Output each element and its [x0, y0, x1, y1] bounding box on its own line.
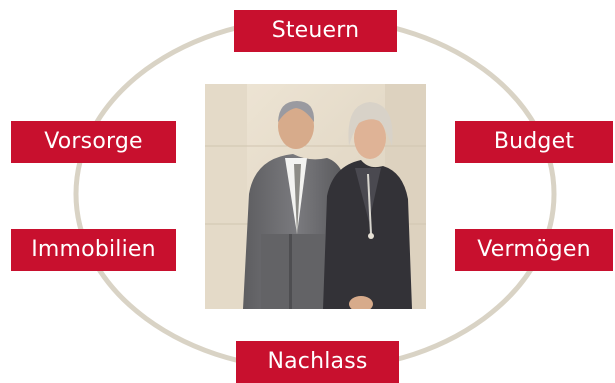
label-immobilien: Immobilien	[11, 229, 176, 271]
couple-photo	[205, 84, 426, 309]
woman-jacket	[323, 160, 412, 309]
woman-face	[354, 117, 386, 159]
label-vorsorge: Vorsorge	[11, 121, 176, 163]
man-hair	[278, 101, 315, 122]
man-face	[278, 103, 314, 149]
woman-hair	[348, 102, 393, 146]
label-nachlass: Nachlass	[236, 341, 399, 383]
label-vermoegen: Vermögen	[455, 229, 613, 271]
label-budget: Budget	[455, 121, 613, 163]
label-steuern: Steuern	[234, 10, 397, 52]
couple-illustration	[205, 84, 426, 309]
man-tie	[294, 164, 301, 236]
